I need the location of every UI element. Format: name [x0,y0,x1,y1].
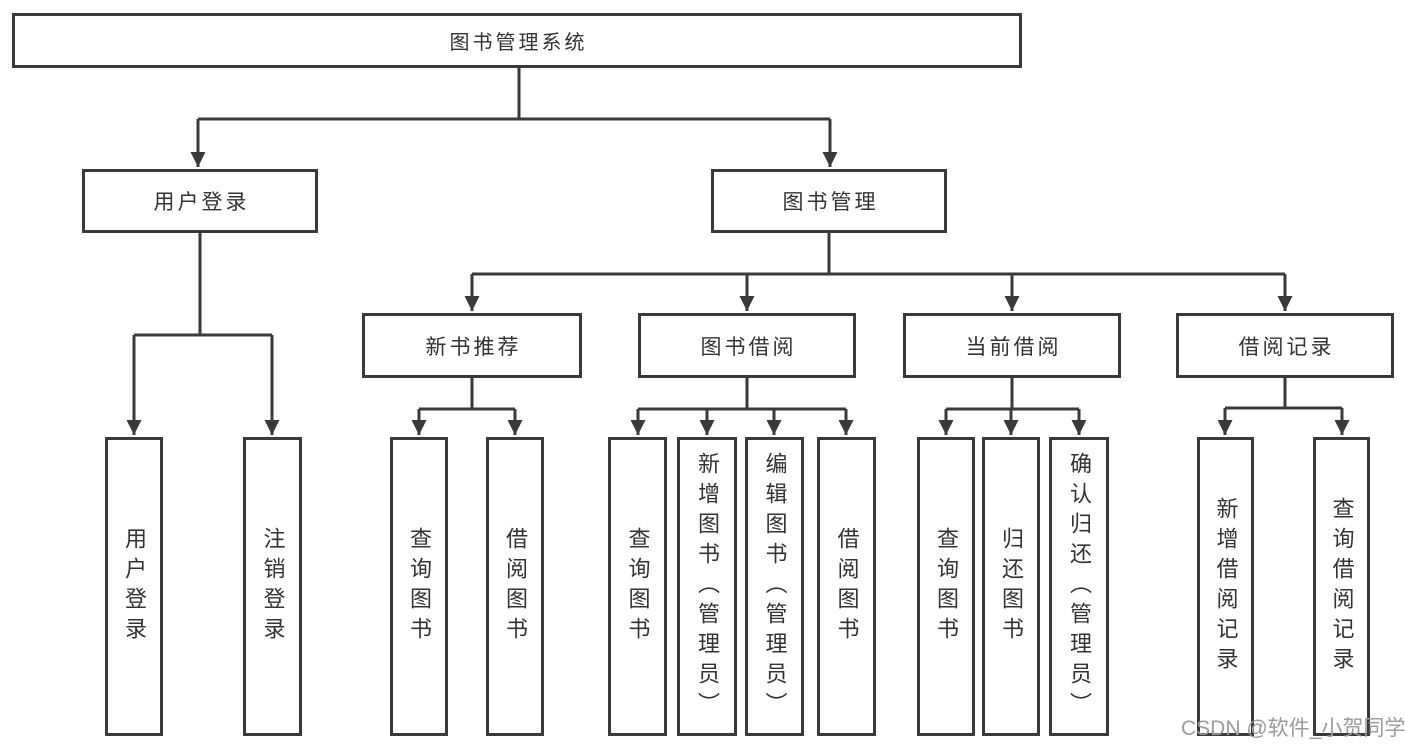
leaf-current-confirm-return-admin: 确认归还（管理员） [1049,437,1109,736]
node-current-borrowing: 当前借阅 [903,313,1121,378]
leaf-records-query-record: 查询借阅记录 [1313,437,1370,736]
leaf-borrowing-edit-books-admin: 编辑图书（管理员） [745,437,804,736]
leaf-recommend-query-books: 查询图书 [390,437,448,736]
node-borrowing-records: 借阅记录 [1176,313,1394,378]
node-library-management-system: 图书管理系统 [12,13,1022,68]
leaf-borrowing-borrow-books: 借阅图书 [817,437,876,736]
leaf-records-add-record: 新增借阅记录 [1197,437,1254,736]
leaf-current-query-books: 查询图书 [917,437,975,736]
leaf-borrowing-query-books: 查询图书 [608,437,667,736]
leaf-logout: 注销登录 [243,437,302,736]
node-book-management: 图书管理 [711,169,947,233]
node-new-book-recommendation: 新书推荐 [362,313,582,378]
node-book-borrowing: 图书借阅 [638,313,856,378]
leaf-user-login: 用户登录 [105,437,163,736]
leaf-borrowing-add-books-admin: 新增图书（管理员） [677,437,737,736]
leaf-recommend-borrow-books: 借阅图书 [486,437,544,736]
node-user-login: 用户登录 [82,169,318,233]
leaf-current-return-books: 归还图书 [982,437,1040,736]
